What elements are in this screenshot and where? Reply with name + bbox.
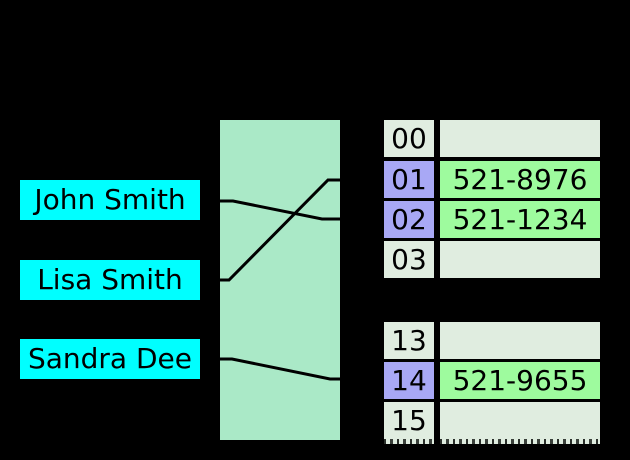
clipped-text-remnant-right	[440, 439, 600, 444]
bucket-index-02: 02	[384, 201, 434, 238]
clipped-text-remnant-left	[384, 439, 434, 444]
bucket-index-03: 03	[384, 241, 434, 278]
key-box-john-smith: John Smith	[20, 180, 200, 220]
bucket-value-01: 521-8976	[440, 161, 600, 198]
bucket-value-13	[440, 322, 600, 359]
bucket-value-14: 521-9655	[440, 362, 600, 399]
bucket-index-15: 15	[384, 402, 434, 439]
bucket-index-13: 13	[384, 322, 434, 359]
bucket-value-02: 521-1234	[440, 201, 600, 238]
key-label-sandra-dee: Sandra Dee	[27, 342, 193, 375]
bucket-value-03	[440, 241, 600, 278]
key-box-lisa-smith: Lisa Smith	[20, 260, 200, 300]
key-label-lisa-smith: Lisa Smith	[37, 263, 183, 296]
key-label-john-smith: John Smith	[34, 183, 186, 216]
bucket-index-00: 00	[384, 120, 434, 157]
hash-function-box	[220, 120, 340, 440]
bucket-index-14: 14	[384, 362, 434, 399]
bucket-value-00	[440, 120, 600, 157]
bucket-index-01: 01	[384, 161, 434, 198]
bucket-value-15	[440, 402, 600, 439]
key-box-sandra-dee: Sandra Dee	[20, 339, 200, 379]
